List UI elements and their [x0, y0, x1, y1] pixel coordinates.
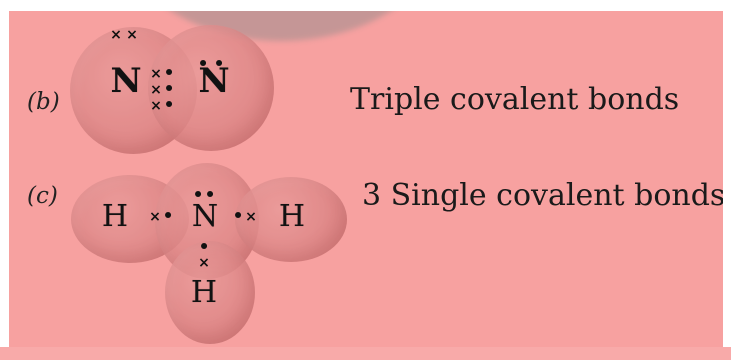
bottom-bond-dot: • [198, 237, 210, 258]
hydrogen-sphere-bottom [165, 241, 255, 344]
bond-cross-3: × [150, 98, 162, 114]
left-bond-cross: × [149, 209, 161, 225]
top-shadow-shape [121, 11, 441, 41]
right-bond-cross: × [245, 209, 257, 225]
bond-cross-2: × [150, 82, 162, 98]
nitrogen-atom-right: N [198, 61, 230, 101]
hydrogen-atom-right: H [278, 199, 306, 234]
single-covalent-label: 3 Single covalent bonds [362, 178, 723, 213]
bottom-strip [0, 347, 731, 360]
bond-dot-3: • [163, 95, 175, 116]
electron-cross-top-left-2: × [126, 27, 138, 43]
bond-cross-1: × [150, 66, 162, 82]
hydrogen-atom-bottom: H [190, 275, 218, 310]
bottom-bond-cross: × [198, 255, 210, 271]
nitrogen-atom-center: N [191, 199, 219, 234]
nitrogen-atom-left: N [110, 61, 142, 101]
electron-cross-top-left-1: × [110, 27, 122, 43]
diagram-panel: (b) N N × × • • × × × • • • Triple coval… [9, 11, 723, 347]
part-c-label: (c) [27, 183, 58, 209]
triple-covalent-label: Triple covalent bonds [350, 82, 680, 117]
electron-dot-top-right-1: • [197, 54, 209, 75]
nitrogen-sphere-right [148, 25, 274, 151]
part-b-label: (b) [27, 89, 60, 115]
center-dot-top-1: • [192, 185, 204, 206]
bond-dot-2: • [163, 79, 175, 100]
bond-dot-1: • [163, 63, 175, 84]
hydrogen-sphere-right [235, 177, 347, 262]
left-bond-dot: • [162, 206, 174, 227]
right-bond-dot: • [232, 206, 244, 227]
electron-dot-top-right-2: • [213, 54, 225, 75]
hydrogen-atom-left: H [101, 199, 129, 234]
center-dot-top-2: • [204, 185, 216, 206]
